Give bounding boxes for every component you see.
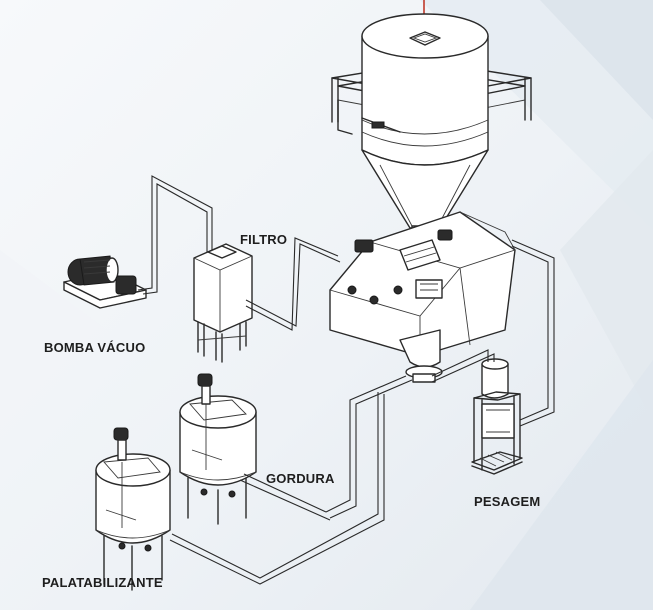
- label-bomba-vacuo: BOMBA VÁCUO: [44, 340, 146, 355]
- piping: [137, 175, 555, 585]
- silo: [337, 13, 489, 237]
- label-gordura: GORDURA: [266, 471, 335, 486]
- filter: [193, 243, 253, 363]
- vacuum-pump: [63, 255, 147, 309]
- label-pesagem: PESAGEM: [474, 494, 541, 509]
- label-filtro: FILTRO: [240, 232, 288, 247]
- mixer: [329, 211, 516, 383]
- fat-tank: [179, 373, 257, 525]
- weighing-station: [471, 358, 523, 475]
- palatant-tank: [95, 427, 171, 591]
- label-palatabilizante: PALATABILIZANTE: [42, 575, 163, 590]
